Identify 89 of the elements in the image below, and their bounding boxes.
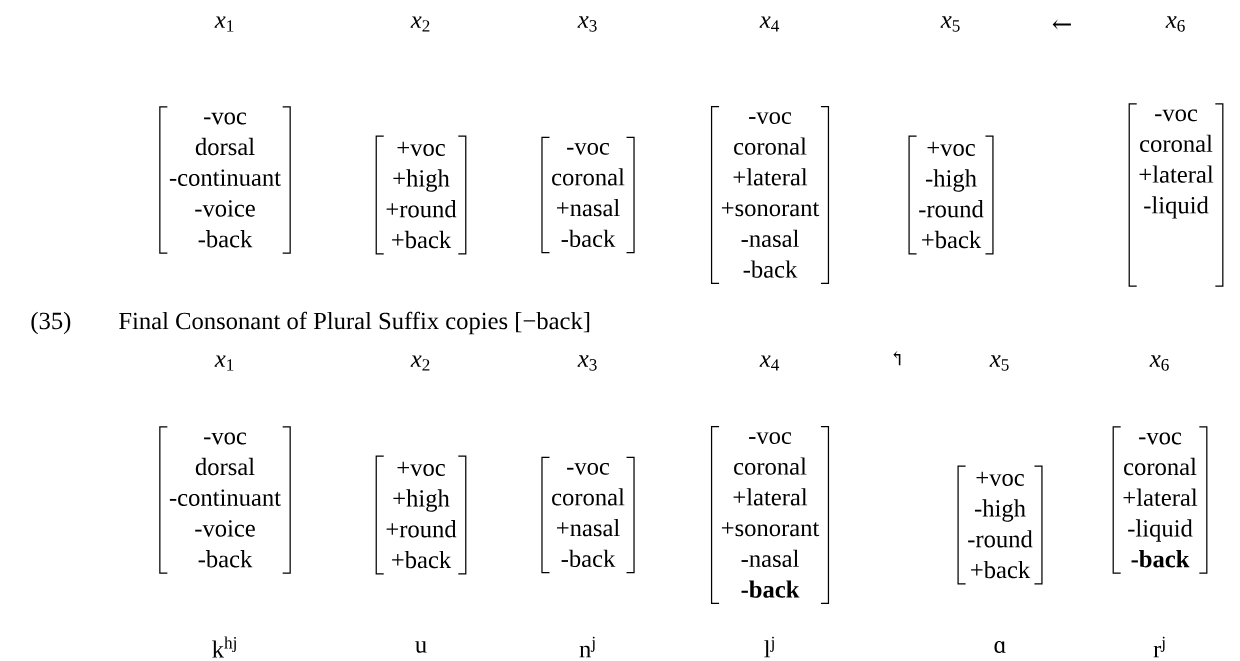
node-label: +back: [392, 230, 452, 249]
node-label: +back: [922, 230, 982, 249]
arrow-symbol: ↰: [893, 350, 901, 366]
node-label: -continuant: [169, 169, 281, 186]
node-label: +nasal: [557, 518, 620, 537]
node-label: -back: [741, 580, 800, 598]
node-label: +nasal: [557, 198, 620, 217]
node-label: -voc: [1155, 109, 1198, 122]
node-label: +round: [386, 520, 457, 538]
feature-matrix: +voc +high +round +back: [375, 455, 467, 575]
feature-matrix: -voc coronal +lateral +sonorant -nasal -back: [710, 425, 830, 605]
node-label: -voc: [204, 112, 247, 125]
variable-label: x$_{4}$: [759, 355, 780, 371]
feature-matrix: +voc -high -round +back: [957, 465, 1043, 585]
node-label: -liquid: [1128, 519, 1193, 542]
variable-label: x$_{5}$: [940, 16, 960, 32]
node-label: -voc: [749, 112, 792, 125]
feature-matrix: +voc -high -round +back: [908, 135, 994, 255]
node-label: -voc: [567, 142, 610, 155]
node-label: +sonorant: [721, 522, 820, 537]
node-label: -nasal: [741, 549, 799, 568]
node-label: -round: [968, 530, 1033, 548]
node-label: -back: [561, 229, 616, 248]
variable-label: x$_{6}$: [1149, 355, 1169, 371]
feature-matrix: -voc coronal +nasal -back: [541, 136, 635, 254]
node-label: -back: [198, 230, 253, 248]
variable-label: x$_{3}$: [577, 355, 597, 371]
section-heading: Final Consonant of Plural Suffix copies [−back]: [119, 311, 590, 335]
node-label: +round: [386, 200, 457, 218]
node-label: coronal: [552, 168, 625, 186]
node-label: coronal: [1124, 457, 1197, 476]
feature-matrix: +voc +high +round +back: [375, 135, 467, 255]
node-label: -voice: [195, 520, 255, 537]
node-label: +sonorant: [721, 202, 820, 217]
node-label: +lateral: [1139, 165, 1214, 183]
node-label: +high: [393, 169, 450, 192]
feature-matrix: -voc coronal +lateral -liquid -back: [1112, 426, 1208, 574]
variable-label: x$_{6}$: [1165, 16, 1185, 32]
node-label: +lateral: [733, 168, 808, 186]
variable-label: x$_{5}$: [989, 355, 1009, 371]
node-label: -round: [919, 200, 984, 218]
node-label: -back: [561, 549, 616, 568]
node-label: coronal: [552, 488, 625, 506]
phonetic-symbol: r$^{j}$: [1153, 636, 1165, 658]
node-label: +voc: [397, 141, 445, 156]
variable-label: x$_{1}$: [214, 355, 234, 371]
node-label: -voc: [1139, 432, 1182, 445]
variable-label: x$_{4}$: [759, 16, 780, 32]
phonetic-symbol: l$^{j}$: [764, 636, 774, 658]
node-label: dorsal: [195, 137, 255, 156]
feature-matrix: -voc dorsal -continuant -voice -back: [159, 426, 291, 574]
example-number: (35): [31, 311, 71, 335]
node-label: -voice: [195, 200, 255, 217]
feature-matrix: -voc coronal +nasal -back: [541, 456, 635, 574]
node-label: +back: [392, 550, 452, 569]
variable-label: x$_{1}$: [214, 16, 234, 32]
node-label: -back: [743, 260, 798, 278]
node-label: +voc: [976, 471, 1024, 486]
node-label: -voc: [567, 462, 610, 475]
node-label: -high: [974, 499, 1026, 522]
phonetic-symbol: k$^{hj}$: [212, 636, 236, 658]
node-label: -voc: [204, 432, 247, 445]
node-label: coronal: [1140, 134, 1213, 153]
node-label: +lateral: [1123, 488, 1198, 506]
feature-matrix: -voc dorsal -continuant -voice -back: [159, 106, 291, 254]
arrow-symbol: ←: [1052, 19, 1071, 30]
phonetic-symbol: ɑ: [994, 641, 1006, 653]
node-label: dorsal: [195, 457, 255, 476]
node-label: -liquid: [1144, 196, 1209, 219]
node-label: +high: [393, 489, 450, 512]
node-label: -back: [1131, 550, 1190, 568]
variable-label: x$_{2}$: [410, 16, 430, 32]
phonetic-symbol: u: [415, 641, 427, 653]
node-label: -back: [198, 550, 253, 568]
variable-label: x$_{2}$: [410, 355, 430, 371]
node-label: -voc: [749, 432, 792, 445]
feature-matrix: -voc coronal +lateral +sonorant -nasal -back: [710, 105, 830, 285]
phonetic-symbol: n$^{j}$: [579, 636, 595, 658]
node-label: coronal: [734, 137, 807, 155]
node-label: +voc: [397, 461, 445, 476]
variable-label: x$_{3}$: [577, 16, 597, 32]
node-label: -high: [925, 169, 977, 192]
feature-matrix: -voc coronal +lateral -liquid: [1128, 103, 1224, 287]
node-label: -continuant: [169, 489, 281, 506]
node-label: coronal: [734, 457, 807, 475]
node-label: -nasal: [741, 229, 799, 248]
node-label: +voc: [927, 141, 975, 156]
node-label: +lateral: [733, 488, 808, 506]
node-label: +back: [971, 560, 1031, 579]
